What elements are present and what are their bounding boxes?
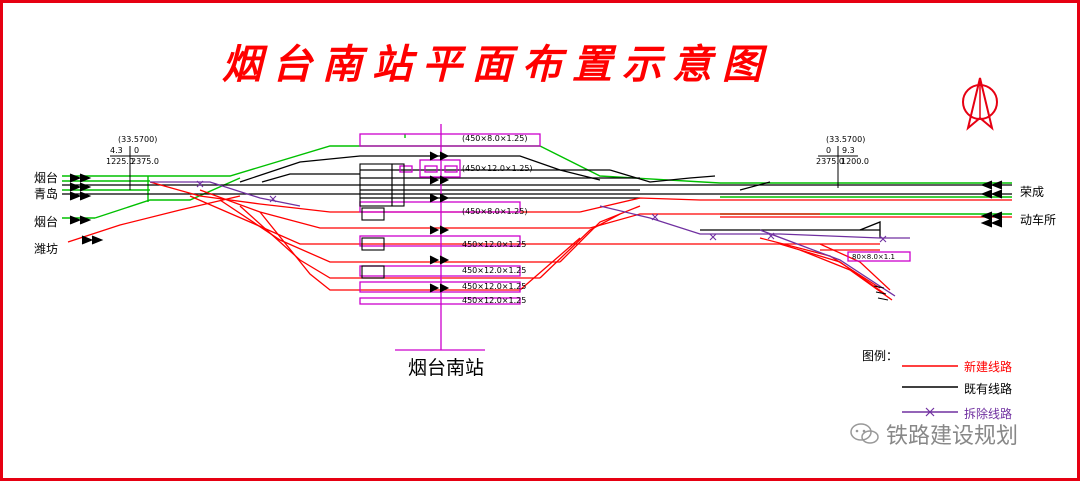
legend-removed-lines: 拆除线路 — [964, 407, 1013, 421]
mileage-marker-left — [110, 146, 150, 190]
track-number-boxes — [359, 163, 405, 279]
watermark: 铁路建设规划 — [886, 424, 1019, 449]
switch-markers — [69, 151, 1003, 293]
mileage-left-grade: 4.3 — [110, 146, 123, 155]
station-name: 烟台南站 — [408, 357, 485, 379]
mileage-right-grade: 0 — [826, 146, 832, 155]
platform-label-5: 450×12.0×1.25 — [462, 266, 527, 275]
label-qingdao: 青岛 — [34, 187, 59, 201]
mileage-right-len2: 1200.0 — [841, 157, 869, 166]
label-yantai-1: 烟台 — [34, 171, 59, 185]
removal-markers — [196, 180, 887, 243]
removed-tracks — [150, 181, 910, 297]
legend-existing-lines: 既有线路 — [964, 382, 1013, 396]
page-title: 烟台南站平面布置示意图 — [222, 41, 772, 88]
legend-title: 图例： — [862, 349, 899, 363]
depot-fan — [873, 285, 889, 301]
label-rongcheng: 荣成 — [1020, 185, 1045, 199]
north-arrow-icon — [962, 77, 998, 131]
mileage-left-zero: 0 — [134, 146, 140, 155]
platform-label-7: 450×12.0×1.25 — [462, 296, 527, 305]
depot-platform-label: 80×8.0×1.1 — [852, 253, 895, 261]
wechat-icon — [850, 423, 879, 444]
platform-label-4: 450×12.0×1.25 — [462, 240, 527, 249]
mileage-left-top: (33.5700) — [118, 135, 158, 144]
platform-label-3: (450×8.0×1.25) — [462, 207, 528, 216]
mileage-right-len1: 2375.0 — [816, 157, 844, 166]
platform-label-6: 450×12.0×1.25 — [462, 282, 527, 291]
new-tracks — [67, 181, 1012, 301]
platform-label-2: (450×12.0×1.25) — [462, 164, 533, 173]
mileage-right-top: (33.5700) — [826, 135, 866, 144]
mileage-right-zero: 9.3 — [842, 146, 855, 155]
legend-lines — [902, 365, 958, 417]
label-yantai-2: 烟台 — [34, 215, 59, 229]
mileage-left-len1: 1225.0 — [106, 157, 134, 166]
platform-label-1: (450×8.0×1.25) — [462, 134, 528, 143]
label-weifang: 潍坊 — [34, 242, 59, 256]
legend-new-lines: 新建线路 — [964, 360, 1013, 374]
mileage-left-len2: 2375.0 — [131, 157, 159, 166]
platforms — [359, 124, 911, 351]
mileage-marker-right — [818, 146, 858, 188]
label-emu-depot: 动车所 — [1020, 213, 1057, 227]
